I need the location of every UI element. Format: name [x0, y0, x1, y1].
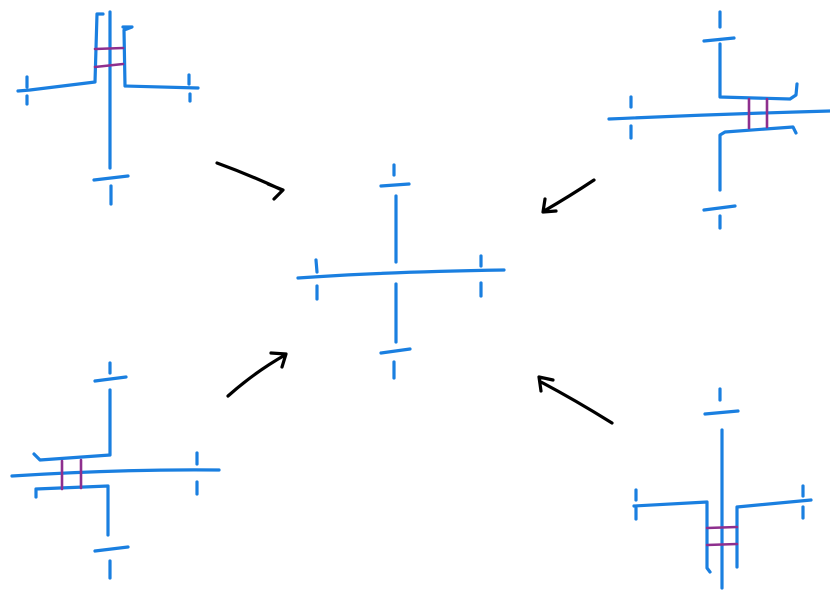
- top-left-cross: [16, 10, 200, 206]
- tr-cap-bottom: [702, 204, 737, 230]
- arrow-top-left-to-center: [215, 161, 285, 201]
- tl-cap-bottom: [92, 174, 130, 206]
- bottom-right-cross: [632, 387, 813, 590]
- tr-upper-bracket: [718, 42, 799, 101]
- tl-left-bracket: [16, 12, 105, 93]
- br-right-bracket: [735, 498, 813, 569]
- bl-lower-bracket: [34, 484, 110, 537]
- br-link-top: [705, 525, 739, 530]
- tl-link-top: [93, 46, 125, 51]
- center-cross-cap-top: [379, 163, 411, 188]
- center-cross-horizontal: [296, 268, 506, 280]
- br-cap-top: [703, 387, 740, 416]
- arrows: [215, 161, 614, 425]
- tr-cap-top: [702, 10, 736, 43]
- tr-lower-bracket: [718, 125, 798, 192]
- center-cross-cap-bottom: [379, 347, 412, 380]
- center-cross-cap-left: [314, 258, 319, 301]
- bl-cap-top: [93, 361, 128, 383]
- arrow-bottom-right-to-center: [537, 375, 614, 425]
- tl-right-bracket: [121, 25, 200, 90]
- bl-cap-bottom: [93, 545, 130, 580]
- top-right-cross: [607, 10, 830, 230]
- bl-horizontal-main: [10, 468, 221, 478]
- bl-upper-bracket: [32, 388, 112, 462]
- br-left-bracket: [632, 500, 712, 574]
- center-cross: [296, 163, 506, 380]
- arrow-bottom-left-to-center: [226, 351, 288, 398]
- tr-horizontal-main: [607, 109, 830, 121]
- tl-link-bottom: [93, 62, 125, 69]
- br-link-bottom: [705, 542, 739, 547]
- arrow-top-right-to-center: [541, 178, 596, 214]
- bottom-left-cross: [10, 361, 221, 580]
- tl-cap-right: [187, 73, 192, 103]
